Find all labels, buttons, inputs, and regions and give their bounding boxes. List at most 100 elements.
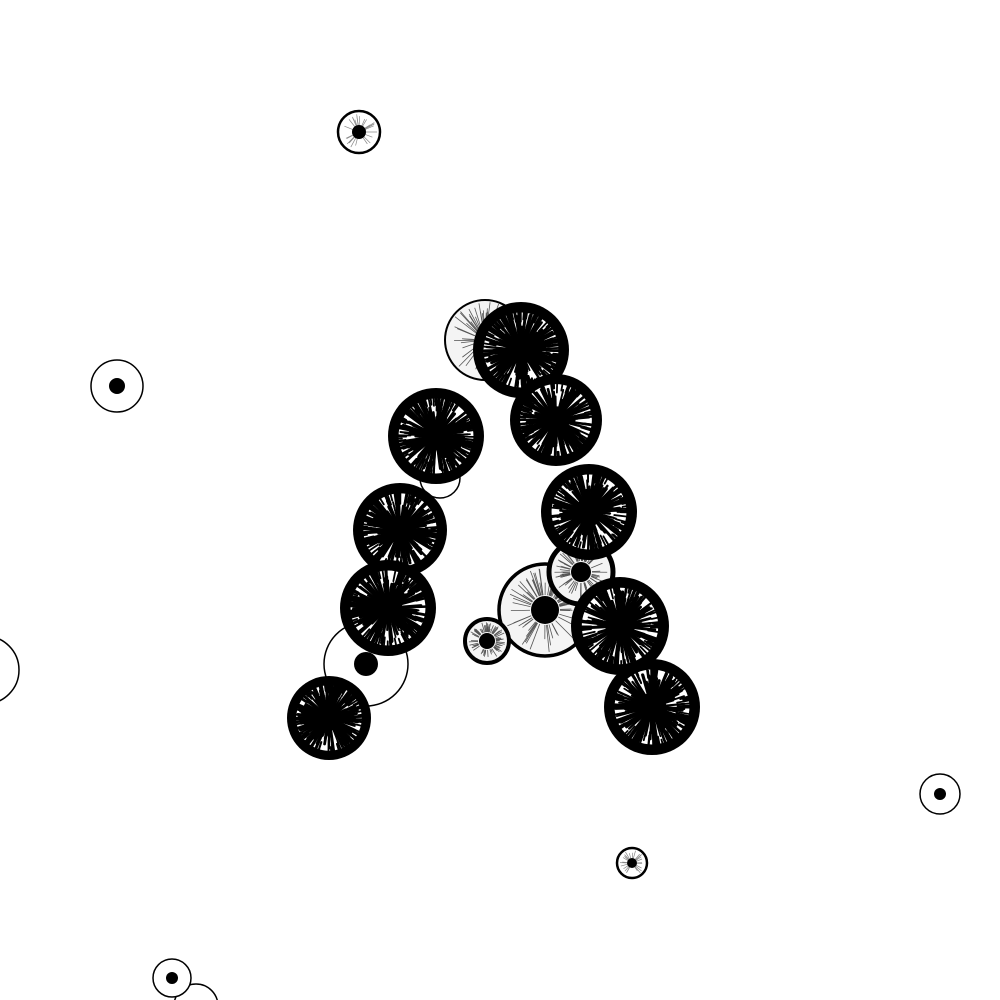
iris-fringe (603, 651, 610, 662)
iris-fringe (571, 477, 576, 485)
iris-fiber (330, 687, 340, 710)
dark-eye-icon-2 (388, 388, 484, 484)
iris-fringe (374, 548, 383, 558)
iris-fringe (353, 719, 363, 722)
iris-fringe (578, 433, 588, 440)
iris-fringe (366, 512, 376, 519)
iris-fringe (424, 513, 435, 520)
iris-fringe (365, 576, 372, 584)
iris-fringe (524, 435, 532, 440)
iris-fringe (592, 473, 595, 483)
iris-fringe (549, 356, 559, 361)
iris-fringe (646, 668, 649, 679)
iris-fringe (548, 355, 559, 359)
iris-fringe (507, 377, 513, 387)
iris-fiber (571, 581, 577, 594)
iris-fringe (621, 505, 627, 508)
iris-fringe (614, 587, 618, 600)
iris-fringe (575, 537, 581, 549)
iris-fringe (588, 601, 601, 611)
iris-fiber (532, 390, 550, 412)
iris-fiber (494, 631, 503, 637)
iris-fringe (569, 387, 575, 396)
iris-fringe (339, 740, 345, 749)
iris-fringe (669, 727, 678, 737)
iris-fiber (474, 629, 481, 636)
iris-fiber (411, 444, 430, 467)
iris-fiber (634, 866, 638, 871)
iris-fringe (417, 461, 423, 470)
iris-fringe (677, 716, 688, 722)
iris-fringe (580, 474, 585, 487)
iris-fringe (403, 578, 413, 590)
iris-fringe (592, 536, 598, 550)
iris-fringe (428, 468, 431, 474)
iris-fringe (602, 535, 610, 546)
iris-fringe (613, 531, 620, 537)
iris-fringe (339, 737, 347, 748)
iris-fringe (497, 318, 505, 328)
iris-fringe (542, 385, 547, 393)
iris-fringe (372, 572, 379, 584)
iris-fringe (351, 734, 357, 739)
iris-fiber (521, 617, 533, 625)
iris-fiber (460, 311, 479, 332)
iris-fringe (560, 383, 564, 392)
iris-fiber (495, 643, 501, 647)
iris-fringe (341, 735, 350, 745)
iris-fringe (351, 595, 365, 601)
iris-fiber (381, 619, 387, 637)
iris-fringe (497, 370, 506, 381)
iris-fringe (569, 478, 574, 484)
iris-fiber (345, 134, 353, 139)
iris-fringe (408, 631, 414, 637)
iris-fringe (616, 693, 624, 697)
iris-fringe (444, 399, 448, 407)
iris-fiber (621, 637, 629, 663)
iris-fringe (421, 541, 433, 549)
iris-fringe (604, 651, 611, 663)
iris-fringe (598, 648, 607, 660)
iris-fringe (437, 397, 441, 406)
iris-fringe (573, 389, 578, 396)
iris-fringe (617, 717, 629, 724)
iris-fringe (559, 486, 569, 495)
iris-fringe (381, 570, 386, 583)
iris-fiber (495, 642, 505, 645)
iris-fiber (488, 623, 491, 633)
iris-fringe (613, 514, 628, 518)
iris-fringe (459, 456, 466, 462)
iris-fiber (525, 622, 537, 637)
iris-fringe (363, 536, 376, 542)
iris-fringe (634, 729, 642, 742)
iris-fringe (675, 685, 685, 692)
iris-fringe (418, 548, 427, 558)
small-eye-icon-3 (615, 846, 649, 880)
iris-fringe (610, 525, 622, 534)
iris-fringe (383, 636, 386, 647)
iris-fiber (490, 625, 494, 633)
iris-fiber (348, 119, 355, 127)
iris-fiber (428, 406, 435, 426)
iris-fringe (408, 629, 415, 637)
iris-fringe (656, 737, 659, 745)
iris-fringe (680, 695, 689, 700)
iris-fringe (385, 495, 390, 504)
iris-fringe (576, 392, 581, 398)
iris-fringe (352, 619, 360, 624)
iris-fiber (563, 423, 590, 436)
iris-fiber (533, 573, 541, 596)
iris-fringe (579, 438, 585, 444)
iris-fiber (462, 343, 475, 349)
iris-fringe (614, 488, 620, 493)
iris-fiber (509, 593, 532, 605)
iris-fiber (658, 712, 682, 734)
iris-fiber (513, 615, 532, 624)
iris-fiber (483, 348, 510, 353)
iris-fringe (548, 360, 557, 366)
iris-fiber (553, 428, 558, 457)
iris-fringe (620, 521, 626, 525)
iris-fiber (495, 637, 502, 640)
iris-fringe (596, 535, 603, 549)
iris-fringe (414, 458, 422, 468)
